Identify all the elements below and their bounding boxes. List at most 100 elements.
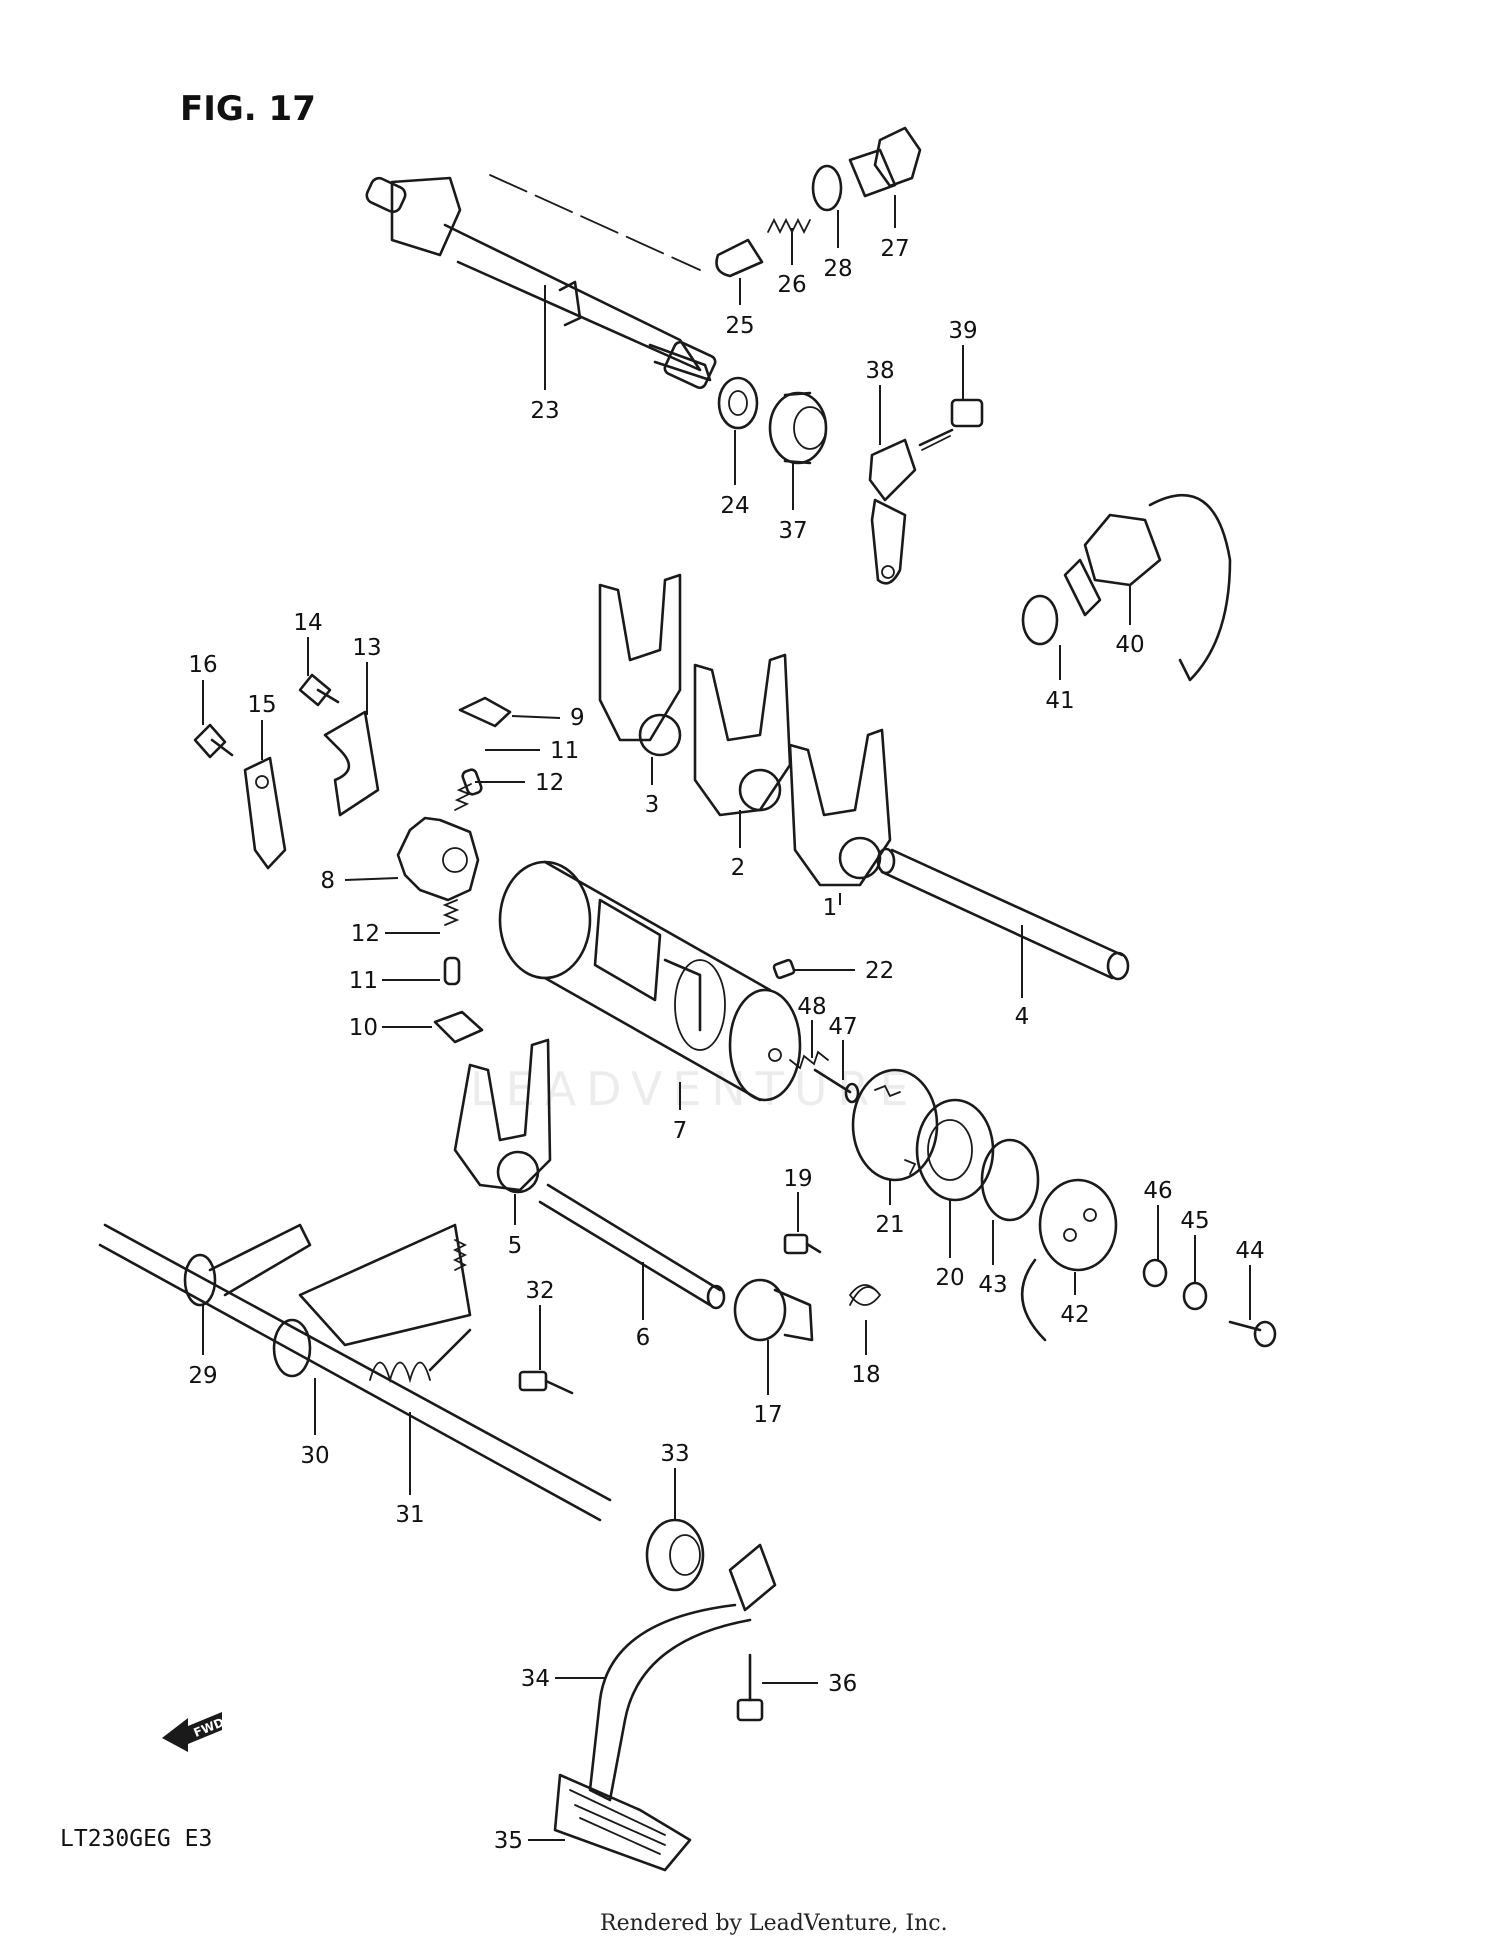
part-25-stopper-pin[interactable] [715,238,764,278]
callout-17[interactable]: 17 [753,1340,783,1428]
part-43-o-ring[interactable] [980,1138,1040,1222]
part-34-gearshift-lever[interactable] [588,1543,777,1802]
callout-30[interactable]: 30 [300,1378,330,1469]
part-41-o-ring[interactable] [1021,594,1059,646]
part-42-switch-assembly[interactable] [1020,1178,1118,1342]
part-37-bearing[interactable] [768,391,828,465]
part-3-shift-fork[interactable] [598,573,682,757]
part-19-bolt[interactable] [783,1233,822,1255]
callout-14[interactable]: 14 [293,610,323,676]
callout-36[interactable]: 36 [762,1671,857,1697]
part-18-spring[interactable] [848,1284,882,1306]
callout-37[interactable]: 37 [778,463,808,544]
callout-47[interactable]: 47 [828,1014,858,1080]
part-14-screw[interactable] [298,673,340,707]
part-17-shift-lever[interactable] [733,1278,814,1342]
part-1-shift-fork[interactable] [788,728,892,887]
callout-16[interactable]: 16 [188,652,218,725]
part-44-screw[interactable] [1228,1320,1277,1348]
callout-5[interactable]: 5 [508,1194,523,1259]
part-31-return-spring[interactable] [369,1328,472,1384]
svg-text:27: 27 [880,236,909,262]
callout-39[interactable]: 39 [948,318,978,400]
part-22-pin[interactable] [772,958,796,980]
callout-43[interactable]: 43 [978,1220,1008,1298]
callout-27[interactable]: 27 [880,195,910,262]
part-36-bolt[interactable] [736,1653,764,1722]
part-27-plug-bolt[interactable] [848,126,922,198]
callout-45[interactable]: 45 [1180,1208,1210,1282]
part-24-washer[interactable] [717,376,759,430]
part-32-bolt[interactable] [518,1370,574,1395]
part-30-washer[interactable] [272,1318,312,1378]
part-38-shift-arm[interactable] [868,438,917,585]
callout-18[interactable]: 18 [851,1320,881,1388]
part-11-pin-upper[interactable] [461,768,483,796]
callout-44[interactable]: 44 [1235,1238,1265,1320]
callout-13[interactable]: 13 [352,635,382,715]
svg-text:30: 30 [300,1443,329,1469]
callout-11b[interactable]: 11 [349,968,440,994]
callout-11a[interactable]: 11 [485,738,579,764]
callout-31[interactable]: 31 [395,1412,425,1528]
part-12-spring-lower[interactable] [442,899,460,926]
part-11-pin-lower[interactable] [443,956,461,986]
callout-12b[interactable]: 12 [351,921,440,947]
callout-6[interactable]: 6 [636,1262,651,1351]
part-47-pin[interactable] [813,1068,860,1104]
callout-3[interactable]: 3 [645,757,660,818]
part-29-gearshift-shaft-assembly[interactable] [98,1223,612,1522]
part-46-washer[interactable] [1142,1258,1168,1288]
part-28-washer[interactable] [811,164,843,212]
callout-29[interactable]: 29 [188,1305,218,1389]
callout-15[interactable]: 15 [247,692,277,760]
callout-32[interactable]: 32 [525,1278,555,1370]
part-35-pedal-rubber[interactable] [553,1773,692,1872]
part-16-screw[interactable] [193,723,234,759]
callout-4[interactable]: 4 [1015,925,1030,1030]
callout-34[interactable]: 34 [521,1666,605,1692]
part-13-plate[interactable] [323,710,380,817]
callout-8[interactable]: 8 [320,868,399,894]
callout-41[interactable]: 41 [1045,645,1075,714]
part-5-shift-fork[interactable] [453,1038,552,1194]
callout-19[interactable]: 19 [783,1166,813,1232]
callout-25[interactable]: 25 [725,278,755,339]
part-2-shift-fork[interactable] [693,653,792,817]
part-39-bolt[interactable] [918,398,984,451]
part-23-gearshift-shaft[interactable] [364,174,717,390]
part-26-spring[interactable] [767,217,811,235]
part-10-stopper[interactable] [433,1010,484,1044]
callout-26[interactable]: 26 [777,228,807,298]
callout-40[interactable]: 40 [1115,585,1145,658]
callout-42[interactable]: 42 [1060,1272,1090,1328]
part-15-plate[interactable] [243,756,287,870]
callout-24[interactable]: 24 [720,430,750,519]
callout-1[interactable]: 1 [823,893,841,921]
callout-20[interactable]: 20 [935,1200,965,1291]
callout-23[interactable]: 23 [530,285,560,424]
part-48-spring[interactable] [789,1050,829,1070]
part-7-gearshift-cam[interactable] [498,860,802,1102]
callout-21[interactable]: 21 [875,1180,905,1238]
callout-7[interactable]: 7 [673,1082,688,1144]
callout-28[interactable]: 28 [823,210,853,282]
part-9-stopper[interactable] [458,696,512,728]
callout-35[interactable]: 35 [494,1828,565,1854]
part-8-cam-stopper[interactable] [396,816,480,902]
callout-9[interactable]: 9 [511,705,585,731]
part-40-neutral-switch[interactable] [1063,494,1232,682]
callout-2[interactable]: 2 [731,810,746,881]
part-12-spring-upper[interactable] [454,783,472,811]
callout-12a[interactable]: 12 [475,770,564,796]
callout-33[interactable]: 33 [660,1441,690,1520]
part-4-fork-shaft[interactable] [876,847,1130,981]
part-45-washer[interactable] [1182,1281,1208,1311]
part-33-oil-seal[interactable] [645,1518,705,1592]
part-6-fork-shaft[interactable] [538,1183,726,1310]
callout-48[interactable]: 48 [797,994,827,1058]
callout-38[interactable]: 38 [865,358,895,445]
callout-10[interactable]: 10 [349,1015,432,1041]
callout-22[interactable]: 22 [795,958,894,984]
callout-46[interactable]: 46 [1143,1178,1173,1260]
